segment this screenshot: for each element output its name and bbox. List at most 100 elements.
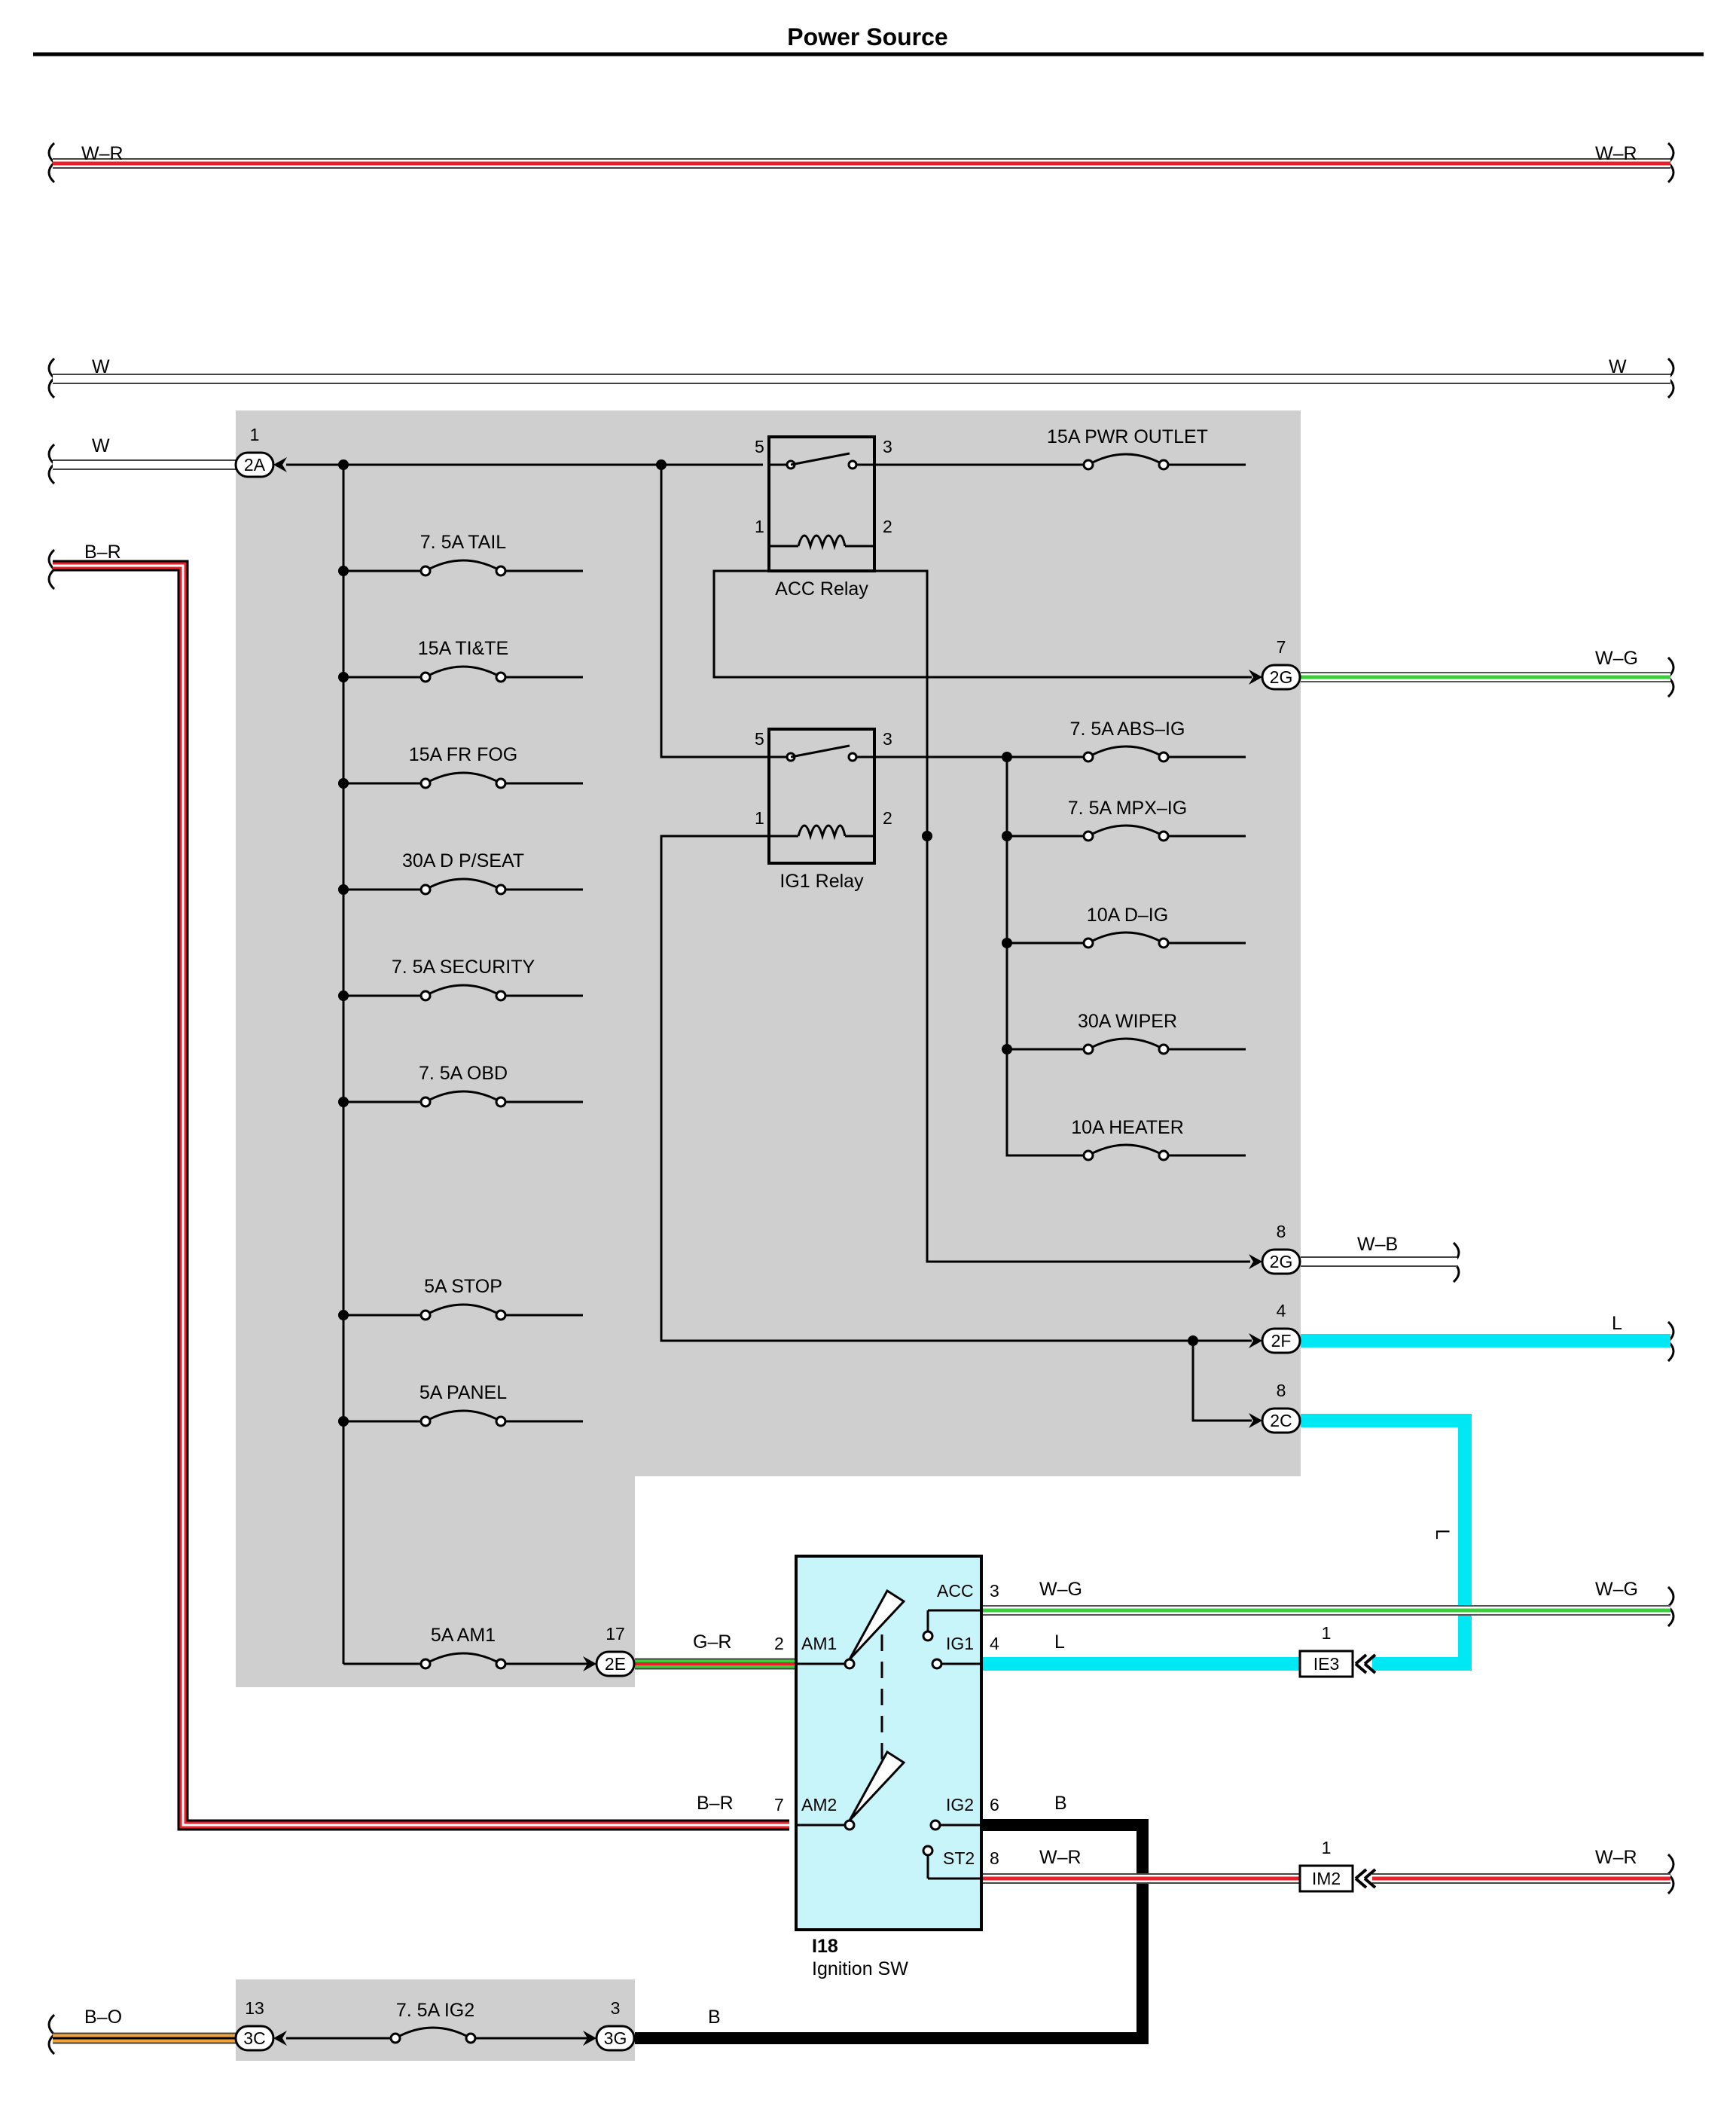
acc-relay-name: ACC Relay xyxy=(775,578,868,600)
fuse-label-dpseat: 30A D P/SEAT xyxy=(402,850,524,871)
ig1-relay-pin2: 2 xyxy=(883,808,892,828)
ig2-fuse-row: 7. 5A IG2 xyxy=(286,2000,589,2044)
fuse-label-wiper: 30A WIPER xyxy=(1078,1011,1177,1032)
fuse-label-frfog: 15A FR FOG xyxy=(409,744,517,765)
sw-pin-ig2: 6 xyxy=(990,1795,999,1814)
fuse-pwr-outlet: 15A PWR OUTLET xyxy=(1047,426,1208,471)
wire-label-l-2f: L xyxy=(1612,1313,1622,1334)
fuse-label-ig2: 7. 5A IG2 xyxy=(396,2000,474,2021)
connector-3g: 3G 3 xyxy=(583,1998,636,2052)
wire-label-w-r-st2-left: W–R xyxy=(1039,1847,1082,1868)
sw-pin-acc: 3 xyxy=(990,1581,999,1601)
wire-label-b-r-am2: B–R xyxy=(697,1793,734,1814)
am1-wiper-icon xyxy=(848,1589,906,1661)
connector-2f-code: 2F xyxy=(1271,1331,1292,1351)
connector-3g-pin: 3 xyxy=(611,1998,621,2018)
connector-ie3-code: IE3 xyxy=(1313,1654,1340,1674)
fuse-label-abs-ig: 7. 5A ABS–IG xyxy=(1070,719,1185,740)
ig1-relay: 5 3 1 2 IG1 Relay xyxy=(755,728,892,892)
acc-relay-pin2: 2 xyxy=(883,517,892,536)
connector-2e: 2E 17 xyxy=(583,1624,636,1677)
sw-term-ig1: IG1 xyxy=(946,1634,974,1653)
ig1-relay-pin1: 1 xyxy=(755,808,764,828)
ig1-relay-pin5: 5 xyxy=(755,729,764,749)
acc-relay-pin3: 3 xyxy=(883,437,892,456)
connector-2g-acc-pin: 7 xyxy=(1277,637,1286,657)
fuse-label-tail: 7. 5A TAIL xyxy=(420,532,507,553)
fuse-am1: 5A AM1 xyxy=(420,1625,507,1670)
fuse-label-pwr-outlet: 15A PWR OUTLET xyxy=(1047,426,1208,447)
fuse-label-tite: 15A TI&TE xyxy=(418,638,508,659)
ig2-junction-panel xyxy=(236,1979,635,2061)
connector-2e-code: 2E xyxy=(605,1654,626,1674)
fuse-obd: 7. 5A OBD xyxy=(419,1063,508,1108)
wire-label-l-vertical: L xyxy=(1432,1529,1453,1540)
connector-ie3: IE3 1 xyxy=(1298,1623,1377,1678)
sw-pin-am1: 2 xyxy=(774,1634,784,1653)
connector-3g-code: 3G xyxy=(604,2028,627,2048)
am2-wiper-icon xyxy=(848,1750,906,1822)
connector-2f: 2F 4 xyxy=(1249,1301,1301,1354)
acc-relay-pin1: 1 xyxy=(755,517,764,536)
ig1-relay-coil-icon xyxy=(797,824,847,841)
sw-term-acc: ACC xyxy=(937,1581,974,1601)
connector-im2: IM2 1 xyxy=(1298,1838,1377,1893)
fuse-panel: 5A PANEL xyxy=(420,1382,507,1427)
connector-ie3-pin: 1 xyxy=(1322,1623,1332,1643)
ig1-relay-pin3: 3 xyxy=(883,729,892,749)
wire-b-ig2-3g xyxy=(635,1819,1149,2044)
connector-im2-code: IM2 xyxy=(1312,1869,1341,1888)
connector-2g-ig1: 2G 8 xyxy=(1249,1222,1301,1275)
fuse-stop: 5A STOP xyxy=(420,1276,507,1321)
connector-3c-code: 3C xyxy=(243,2028,265,2048)
ignition-switch-code: I18 xyxy=(812,1936,838,1957)
wire-label-w-g-2g: W–G xyxy=(1595,648,1638,669)
fuse-label-d-ig: 10A D–IG xyxy=(1087,905,1168,926)
fuse-mpx-ig: 7. 5A MPX–IG xyxy=(1068,798,1187,842)
wire-label-w-right: W xyxy=(1609,356,1627,377)
wire-label-w-g-acc-right: W–G xyxy=(1595,1579,1638,1600)
sw-term-am1: AM1 xyxy=(801,1634,837,1653)
wire-label-l-ig1: L xyxy=(1054,1631,1065,1653)
connector-2c-code: 2C xyxy=(1270,1411,1292,1430)
fuse-security: 7. 5A SECURITY xyxy=(392,957,535,1002)
wire-b-r-am2 xyxy=(53,560,789,1831)
wire-l-2c-ie3 xyxy=(1301,1414,1472,1671)
fuse-dpseat: 30A D P/SEAT xyxy=(402,850,524,896)
wire-label-w-left: W xyxy=(92,356,110,377)
fuse-frfog: 15A FR FOG xyxy=(409,744,517,789)
acc-relay: 5 3 1 2 ACC Relay xyxy=(755,435,892,600)
page-title: Power Source xyxy=(787,23,947,50)
connector-im2-pin: 1 xyxy=(1322,1838,1332,1857)
sw-pin-st2: 8 xyxy=(990,1848,999,1868)
fuse-heater: 10A HEATER xyxy=(1071,1117,1184,1161)
connector-2f-pin: 4 xyxy=(1277,1301,1286,1320)
connector-2g-acc-code: 2G xyxy=(1270,667,1293,687)
junction-block-panel xyxy=(236,411,1301,1687)
sw-term-ig2: IG2 xyxy=(946,1795,974,1814)
wire-label-top-left: W–R xyxy=(81,143,124,164)
fuse-label-panel: 5A PANEL xyxy=(420,1382,507,1403)
connector-2e-pin: 17 xyxy=(606,1624,625,1644)
connector-2g-acc: 2G 7 xyxy=(1249,637,1301,691)
wire-label-w-g-acc-left: W–G xyxy=(1039,1579,1082,1600)
wire-label-b-r-top: B–R xyxy=(84,542,121,563)
connector-2g-ig1-pin: 8 xyxy=(1277,1222,1286,1241)
wire-label-w-2a: W xyxy=(92,435,110,456)
wire-label-w-b-2g: W–B xyxy=(1357,1234,1398,1255)
fuse-label-mpx-ig: 7. 5A MPX–IG xyxy=(1068,798,1187,819)
sw-pin-ig1: 4 xyxy=(990,1634,999,1653)
fuse-abs-ig: 7. 5A ABS–IG xyxy=(1070,719,1185,763)
wire-label-b-ig2: B xyxy=(1054,1793,1067,1814)
acc-relay-coil-icon xyxy=(797,534,847,551)
wire-label-w-r-st2-right: W–R xyxy=(1595,1847,1637,1868)
connector-3c: 3C 13 xyxy=(234,1998,287,2052)
sw-term-am2: AM2 xyxy=(801,1795,837,1814)
wire-label-b-o: B–O xyxy=(84,2007,122,2028)
fuse-d-ig: 10A D–IG xyxy=(1082,905,1170,949)
ignition-switch-name: Ignition SW xyxy=(812,1958,908,1979)
acc-relay-pin5: 5 xyxy=(755,437,764,456)
fuse-label-heater: 10A HEATER xyxy=(1071,1117,1184,1138)
fuse-wiper: 30A WIPER xyxy=(1078,1011,1177,1055)
